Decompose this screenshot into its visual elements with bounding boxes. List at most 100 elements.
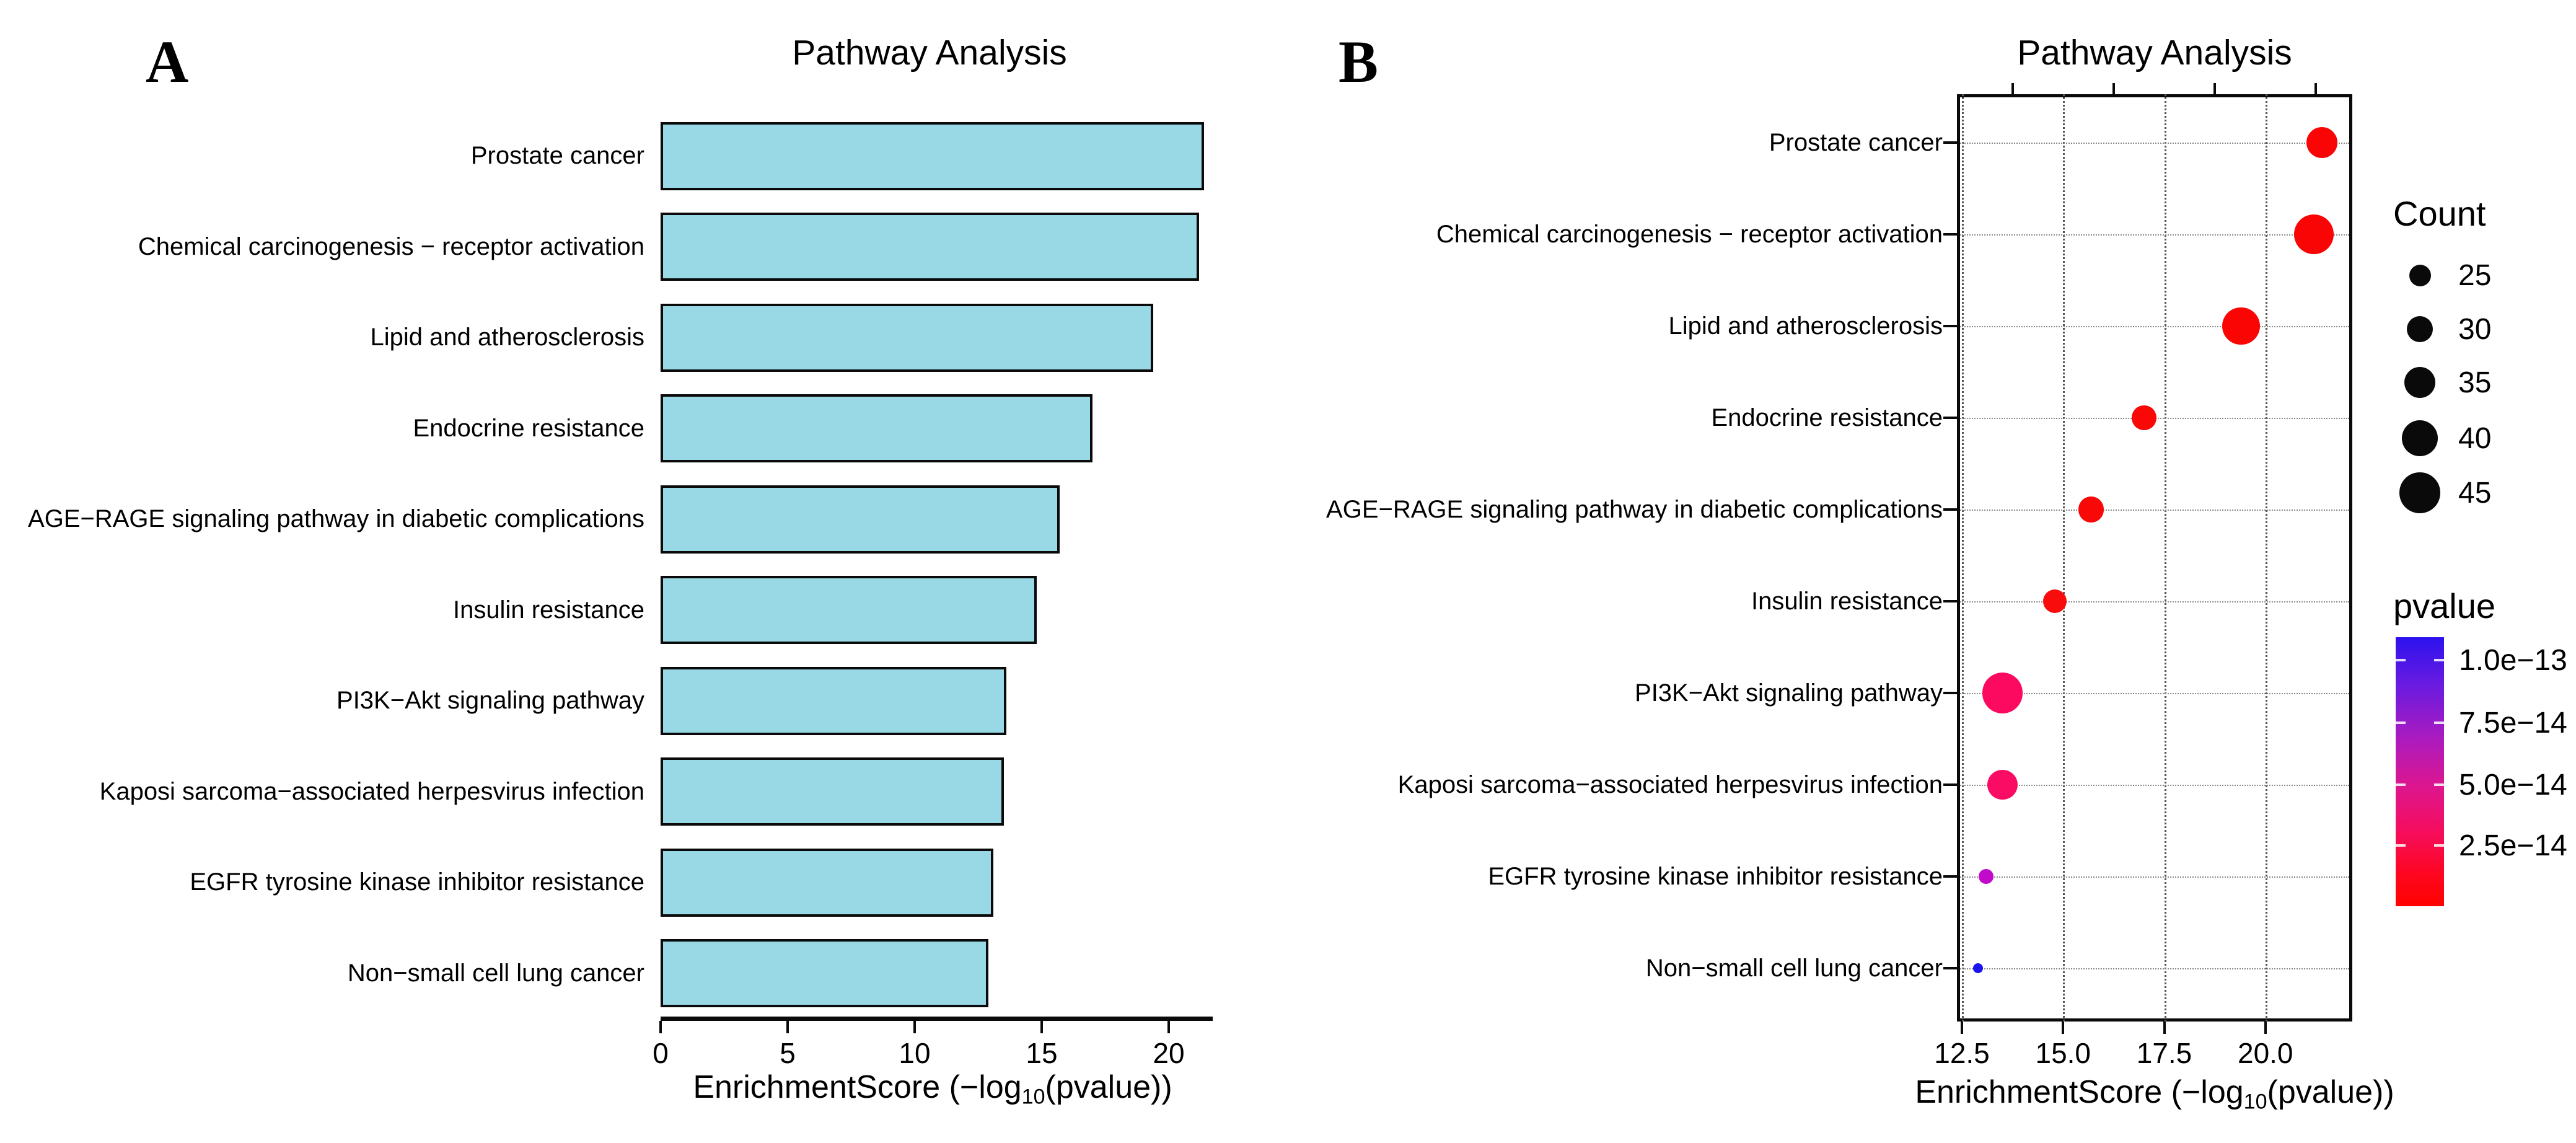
dot-category-label: Endocrine resistance [1711, 404, 1943, 431]
dot-category-label: PI3K−Akt signaling pathway [1635, 679, 1943, 707]
bar [661, 757, 1004, 826]
dot-category-label: Prostate cancer [1769, 128, 1943, 156]
count-legend-label: 45 [2458, 476, 2492, 510]
panel-b-letter: B [1339, 29, 1379, 95]
count-legend-label: 30 [2458, 312, 2492, 346]
x-axis-tick-label: 17.5 [2136, 1037, 2192, 1069]
bar [661, 848, 994, 917]
count-legend-dot [2399, 472, 2440, 513]
bar [661, 666, 1006, 735]
pvalue-gradient-tick [2434, 783, 2444, 786]
pvalue-gradient-tick [2396, 722, 2406, 724]
top-axis-minor-tick [2112, 83, 2115, 94]
x-axis-tick [913, 1021, 916, 1033]
bar-category-label: AGE−RAGE signaling pathway in diabetic c… [28, 505, 644, 532]
pvalue-legend-label: 1.0e−13 [2459, 643, 2567, 677]
panel-a-title: Pathway Analysis [792, 33, 1067, 73]
x-axis-tick-label: 12.5 [1934, 1037, 1990, 1069]
x-axis-tick-label: 0 [653, 1037, 669, 1069]
top-axis-minor-tick [2314, 83, 2318, 94]
bar-category-label: Endocrine resistance [413, 414, 644, 442]
y-axis-tick [1943, 600, 1957, 602]
count-legend-label: 25 [2458, 258, 2492, 292]
y-axis-tick [1943, 967, 1957, 969]
top-axis-minor-tick [2011, 83, 2014, 94]
panel-b-title: Pathway Analysis [2017, 33, 2292, 73]
pvalue-legend-label: 5.0e−14 [2459, 768, 2567, 801]
bar [661, 485, 1060, 554]
dot-category-label: Lipid and atherosclerosis [1668, 312, 1943, 340]
dot-category-label: Non−small cell lung cancer [1645, 954, 1943, 982]
count-legend-label: 40 [2458, 421, 2492, 455]
y-axis-tick [1943, 875, 1957, 878]
pvalue-gradient-tick [2434, 722, 2444, 724]
x-axis-tick [2264, 1022, 2267, 1034]
dot-category-label: Chemical carcinogenesis − receptor activ… [1436, 220, 1943, 248]
panel-b-x-axis-title: EnrichmentScore (−log10(pvalue)) [1876, 1074, 2433, 1114]
pvalue-gradient-tick [2396, 783, 2406, 786]
pvalue-legend-title: pvalue [2393, 586, 2496, 625]
bar-category-label: Prostate cancer [470, 142, 644, 169]
count-legend-label: 35 [2458, 366, 2492, 399]
x-axis-tick [1167, 1021, 1170, 1033]
bar-category-label: Lipid and atherosclerosis [370, 324, 644, 351]
axis-title-text: EnrichmentScore (−log [1915, 1074, 2244, 1110]
dot-category-label: Kaposi sarcoma−associated herpesvirus in… [1397, 770, 1943, 798]
x-axis-tick-label: 10 [899, 1037, 931, 1069]
top-axis-minor-tick [2213, 83, 2217, 94]
bar-category-label: Chemical carcinogenesis − receptor activ… [138, 232, 644, 260]
x-axis-tick-label: 20 [1153, 1037, 1185, 1069]
x-axis-line [661, 1017, 1213, 1021]
dot-category-label: AGE−RAGE signaling pathway in diabetic c… [1326, 495, 1943, 523]
axis-title-subscript: 10 [2243, 1090, 2267, 1114]
y-axis-tick [1943, 325, 1957, 327]
pvalue-gradient-tick [2396, 659, 2406, 661]
pvalue-gradient-tick [2396, 844, 2406, 847]
count-legend-dot [2406, 316, 2433, 343]
x-axis-tick-label: 20.0 [2237, 1037, 2293, 1069]
bar-category-label: EGFR tyrosine kinase inhibitor resistanc… [190, 868, 644, 896]
panel-a-letter: A [146, 29, 189, 95]
panel-a-x-axis-title: EnrichmentScore (−log10(pvalue)) [654, 1069, 1211, 1110]
count-legend-title: Count [2393, 194, 2486, 233]
y-axis-tick [1943, 141, 1957, 144]
y-axis-tick [1943, 233, 1957, 236]
dot-category-label: EGFR tyrosine kinase inhibitor resistanc… [1488, 862, 1943, 890]
x-axis-tick [2062, 1022, 2065, 1034]
bar [661, 939, 988, 1007]
bar-category-label: Kaposi sarcoma−associated herpesvirus in… [99, 777, 644, 805]
bubble-plot-box [1957, 94, 2352, 1022]
pvalue-gradient-tick [2434, 844, 2444, 847]
bar [661, 394, 1092, 462]
bar [661, 303, 1154, 372]
x-axis-tick [2163, 1022, 2166, 1034]
bar [661, 121, 1205, 190]
dot-category-label: Insulin resistance [1751, 587, 1943, 615]
axis-title-text: EnrichmentScore (−log [693, 1069, 1022, 1105]
y-axis-tick [1943, 692, 1957, 694]
x-axis-tick [786, 1021, 789, 1033]
y-axis-tick [1943, 783, 1957, 786]
x-axis-tick [1961, 1022, 1963, 1034]
bar-category-label: PI3K−Akt signaling pathway [336, 687, 644, 714]
x-axis-tick-label: 15.0 [2035, 1037, 2091, 1069]
pvalue-legend-label: 7.5e−14 [2459, 706, 2567, 739]
y-axis-tick [1943, 508, 1957, 511]
bar-category-label: Non−small cell lung cancer [347, 959, 644, 987]
x-axis-tick-label: 5 [780, 1037, 796, 1069]
x-axis-tick-label: 15 [1026, 1037, 1058, 1069]
y-axis-tick [1943, 417, 1957, 419]
pvalue-legend-label: 2.5e−14 [2459, 829, 2567, 862]
axis-title-subscript: 10 [1021, 1085, 1045, 1109]
count-legend-dot [2404, 366, 2436, 399]
axis-title-text: (pvalue)) [1045, 1069, 1172, 1105]
count-legend-dot [2409, 264, 2431, 286]
pvalue-gradient-tick [2434, 659, 2444, 661]
x-axis-tick [659, 1021, 662, 1033]
bar [661, 576, 1037, 644]
x-axis-tick [1040, 1021, 1043, 1033]
axis-title-text: (pvalue)) [2267, 1074, 2394, 1110]
pvalue-gradient-bar [2396, 637, 2444, 906]
